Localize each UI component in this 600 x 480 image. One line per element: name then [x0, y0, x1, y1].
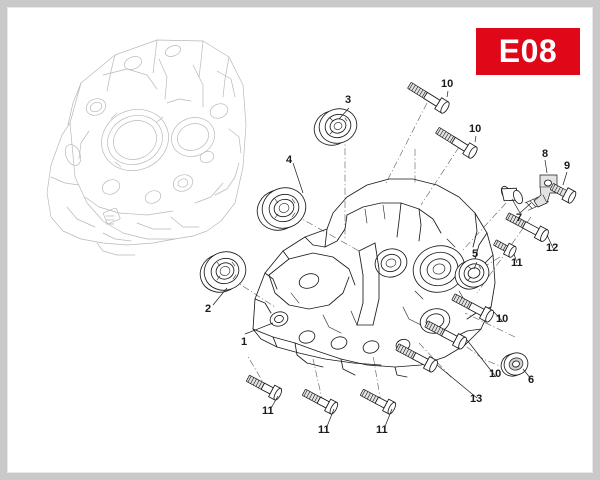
bolt-part-9 — [549, 183, 577, 204]
callout-3: 3 — [345, 94, 352, 106]
bolt-part-10d — [424, 320, 467, 350]
callout-10c: 10 — [496, 313, 509, 325]
bolt-part-11d — [360, 389, 397, 415]
diagram-code-badge: E08 — [476, 28, 580, 75]
callout-10d: 10 — [489, 368, 502, 380]
callout-10a: 10 — [441, 78, 454, 90]
seal-ring-part-6 — [500, 352, 529, 377]
callout-6: 6 — [528, 374, 535, 386]
bolt-part-11c — [302, 389, 339, 415]
callout-11a: 11 — [511, 257, 523, 269]
parts-diagram-canvas: .g{fill:none;stroke:#b9b9bd;stroke-width… — [46, 39, 577, 430]
bolt-part-13 — [395, 343, 438, 373]
bolt-part-10c — [451, 293, 494, 323]
callout-13: 13 — [470, 393, 483, 405]
callout-11b: 11 — [262, 405, 274, 417]
callout-11d: 11 — [376, 424, 388, 436]
bolt-part-10a — [407, 82, 450, 114]
bearing-part-4 — [256, 187, 307, 231]
callout-5: 5 — [472, 248, 479, 260]
callout-12: 12 — [546, 242, 559, 254]
bracket-part-8 — [533, 174, 558, 208]
callout-10b: 10 — [469, 123, 482, 135]
assembly-centerlines — [231, 102, 532, 404]
callout-2: 2 — [205, 303, 212, 315]
callout-11c: 11 — [318, 424, 330, 436]
leader-lines — [212, 90, 568, 430]
bearing-part-3 — [313, 108, 358, 146]
bolt-part-10b — [435, 127, 478, 159]
bolt-part-11b — [246, 375, 283, 401]
bolts-group — [246, 82, 577, 415]
diagram-frame: .g{fill:none;stroke:#b9b9bd;stroke-width… — [7, 7, 593, 473]
bearing-part-5 — [454, 258, 490, 290]
callout-7: 7 — [516, 212, 523, 224]
bolt-part-12 — [505, 212, 549, 242]
callout-4: 4 — [286, 154, 293, 166]
collar-and-spring-part-7 — [500, 185, 549, 211]
callout-8: 8 — [542, 148, 549, 160]
bolt-part-11a — [493, 239, 517, 258]
callout-1: 1 — [241, 336, 248, 348]
bearing-part-2 — [199, 251, 247, 293]
main-crankcase-body — [252, 178, 496, 378]
callout-9: 9 — [564, 160, 571, 172]
ghost-crankcase-half — [46, 39, 247, 256]
